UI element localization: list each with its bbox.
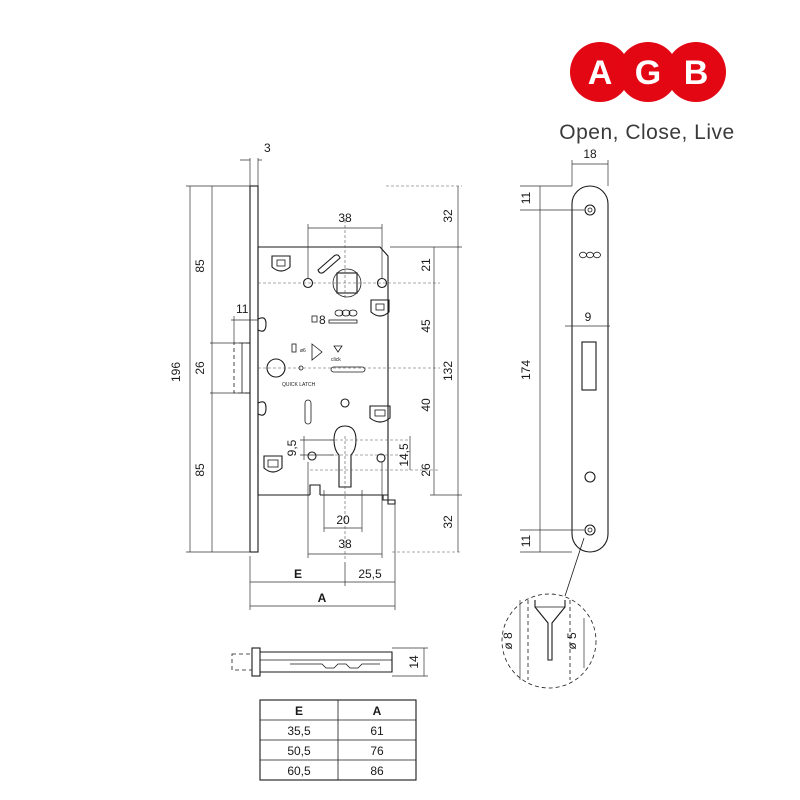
dim-seg-9-5: 9,5 bbox=[285, 439, 299, 456]
dim-latch-11: 11 bbox=[236, 302, 249, 316]
table-cell: 60,5 bbox=[287, 764, 311, 778]
table-header-e: E bbox=[295, 704, 303, 718]
table-cell: 50,5 bbox=[287, 744, 311, 758]
dim-bottom-20: 20 bbox=[336, 513, 350, 527]
latch-slot bbox=[581, 341, 597, 391]
hole-lower-left bbox=[307, 451, 317, 461]
angled-slot bbox=[317, 254, 341, 274]
hole-upper-right bbox=[376, 277, 388, 289]
agb-plate-mark bbox=[334, 309, 358, 317]
dim-overall-height: 196 bbox=[169, 362, 183, 382]
table-cell: 86 bbox=[370, 764, 384, 778]
plate-mark-agb bbox=[579, 251, 601, 259]
dim-seg-21: 21 bbox=[419, 258, 433, 272]
logo-letter-b: B bbox=[684, 54, 709, 92]
hole-lower bbox=[584, 471, 596, 483]
countersink-profile bbox=[534, 600, 566, 661]
lock-body-edge bbox=[258, 246, 396, 505]
front-view-dimensions: 3 196 85 26 85 11 38 32 21 45 132 40 26 … bbox=[169, 141, 462, 610]
dim-height-174: 174 bbox=[519, 360, 533, 380]
bottom-notch bbox=[309, 484, 321, 495]
dim-e-label: E bbox=[294, 567, 302, 581]
dim-a-label: A bbox=[318, 591, 327, 605]
tab-upper bbox=[257, 317, 267, 332]
hole-lower-right bbox=[376, 453, 386, 463]
dim-seg-45: 45 bbox=[419, 319, 433, 333]
logo-letter-g: G bbox=[635, 54, 661, 92]
dim-top-spacing: 38 bbox=[338, 211, 352, 225]
dim-upper-85: 85 bbox=[193, 259, 207, 273]
screw-hole-top bbox=[584, 204, 596, 216]
dim-top-11: 11 bbox=[519, 191, 533, 204]
lock-body-left bbox=[257, 247, 310, 496]
dim-top-offset-32: 32 bbox=[441, 209, 455, 223]
front-view: 8 ø6 click QUICK LATCH bbox=[233, 185, 440, 560]
logo-letter-a: A bbox=[588, 54, 613, 92]
hole-mid bbox=[340, 398, 350, 408]
latch-projection bbox=[231, 653, 253, 671]
faceplate-edge bbox=[251, 647, 261, 677]
faceplate bbox=[249, 185, 259, 553]
dim-lower-85: 85 bbox=[193, 463, 207, 477]
euro-cylinder-cutout bbox=[333, 425, 357, 488]
quick-latch-label: QUICK LATCH bbox=[282, 382, 316, 388]
detail-circle bbox=[501, 593, 597, 689]
body-edge bbox=[260, 651, 393, 673]
detail-leader bbox=[564, 537, 585, 597]
size-table: E A 35,5 61 50,5 76 60,5 86 bbox=[259, 699, 417, 781]
latch-head bbox=[241, 342, 251, 394]
dim-seg-132: 132 bbox=[441, 361, 455, 381]
latch-slot-fill bbox=[581, 341, 597, 391]
square-size-label: 8 bbox=[319, 313, 326, 327]
table-cell: 76 bbox=[370, 744, 384, 758]
detail-view: ø 8 ø 5 bbox=[501, 537, 597, 689]
square-follower bbox=[336, 272, 358, 294]
table-cell: 61 bbox=[370, 724, 384, 738]
tab-lower bbox=[257, 401, 267, 416]
dim-backset-25-5: 25,5 bbox=[358, 567, 382, 581]
side-view-dimensions: 18 11 174 11 9 bbox=[519, 147, 610, 553]
dim-faceplate-thickness: 3 bbox=[264, 141, 271, 155]
dim-bottom-38: 38 bbox=[338, 537, 352, 551]
dim-slot-9: 9 bbox=[585, 310, 592, 324]
table-cell: 35,5 bbox=[287, 724, 311, 738]
dia6-label: ø6 bbox=[300, 348, 306, 354]
dim-seg-26: 26 bbox=[419, 463, 433, 477]
logo-circle-g bbox=[618, 42, 678, 102]
bottom-view: 14 bbox=[231, 647, 428, 677]
screw-hole-bottom bbox=[584, 524, 596, 536]
dim-bottom-offset-32: 32 bbox=[441, 515, 455, 529]
click-label: click bbox=[331, 357, 341, 363]
dim-outer-dia: ø 8 bbox=[501, 632, 515, 650]
dim-seg-40: 40 bbox=[419, 398, 433, 412]
dim-width-18: 18 bbox=[583, 147, 597, 161]
dim-middle-26: 26 bbox=[193, 361, 207, 375]
logo-circle-a bbox=[570, 42, 630, 102]
faceplate-side bbox=[571, 185, 609, 553]
dim-inner-dia: ø 5 bbox=[565, 632, 579, 650]
brand-slogan: Open, Close, Live bbox=[559, 121, 734, 144]
side-view bbox=[571, 185, 609, 553]
agb-logo: A G B bbox=[570, 42, 726, 102]
table-header-a: A bbox=[373, 704, 382, 718]
dim-thickness-14: 14 bbox=[407, 655, 421, 669]
logo-circle-b bbox=[666, 42, 726, 102]
dim-seg-14-5: 14,5 bbox=[397, 443, 411, 467]
dim-bottom-11: 11 bbox=[519, 534, 533, 547]
shield-cutouts bbox=[263, 255, 391, 473]
